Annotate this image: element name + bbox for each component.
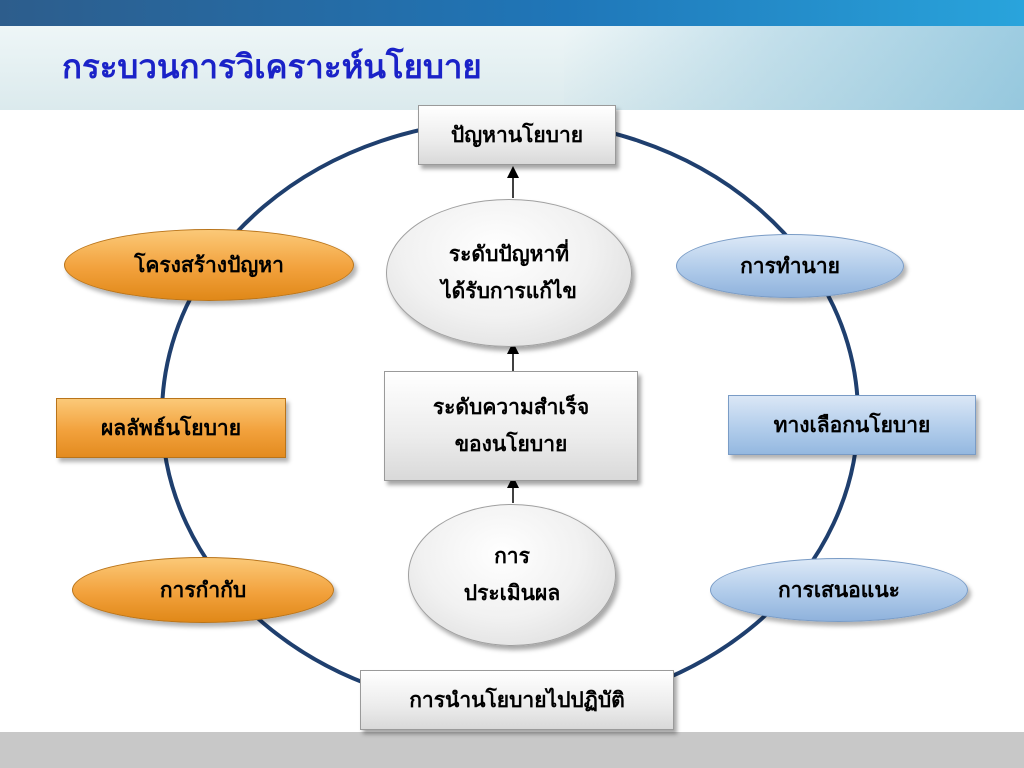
- node-monitoring-label: การกำกับ: [159, 576, 247, 602]
- evaluation-line-2: ประเมินผล: [463, 580, 561, 605]
- header-band: [0, 26, 1024, 110]
- node-policy-implementation-label: การนำนโยบายไปปฏิบัติ: [409, 686, 625, 712]
- top-accent-bar: [0, 0, 1024, 26]
- node-policy-alternatives-label: ทางเลือกนโยบาย: [773, 411, 931, 437]
- node-recommendation-label: การเสนอแนะ: [778, 576, 900, 602]
- node-forecasting-label: การทำนาย: [740, 252, 840, 278]
- node-policy-alternatives: ทางเลือกนโยบาย: [728, 395, 976, 455]
- node-problem-structuring-label: โครงสร้างปัญหา: [134, 251, 284, 277]
- node-policy-implementation: การนำนโยบายไปปฏิบัติ: [360, 670, 674, 730]
- node-policy-problem: ปัญหานโยบาย: [418, 105, 616, 165]
- page-title: กระบวนการวิเคราะห์นโยบาย: [62, 47, 482, 86]
- success-level-line-1: ระดับความสำเร็จ: [432, 394, 590, 420]
- bottom-bar: [0, 732, 1024, 768]
- node-problem-resolved-level: ระดับปัญหาที่ ได้รับการแก้ไข: [386, 199, 632, 347]
- evaluation-line-1: การ: [494, 543, 530, 569]
- node-policy-outcomes: ผลลัพธ์นโยบาย: [56, 398, 286, 458]
- node-recommendation: การเสนอแนะ: [710, 558, 968, 622]
- node-problem-structuring: โครงสร้างปัญหา: [64, 229, 354, 301]
- node-policy-problem-label: ปัญหานโยบาย: [450, 121, 584, 147]
- node-evaluation: การ ประเมินผล: [408, 504, 616, 646]
- node-policy-success-level: ระดับความสำเร็จ ของนโยบาย: [384, 371, 638, 481]
- problem-level-line-2: ได้รับการแก้ไข: [441, 278, 577, 303]
- success-level-line-2: ของนโยบาย: [454, 431, 568, 456]
- node-policy-outcomes-label: ผลลัพธ์นโยบาย: [100, 414, 242, 440]
- node-forecasting: การทำนาย: [676, 234, 904, 298]
- problem-level-line-1: ระดับปัญหาที่: [448, 241, 570, 267]
- node-monitoring: การกำกับ: [72, 557, 334, 623]
